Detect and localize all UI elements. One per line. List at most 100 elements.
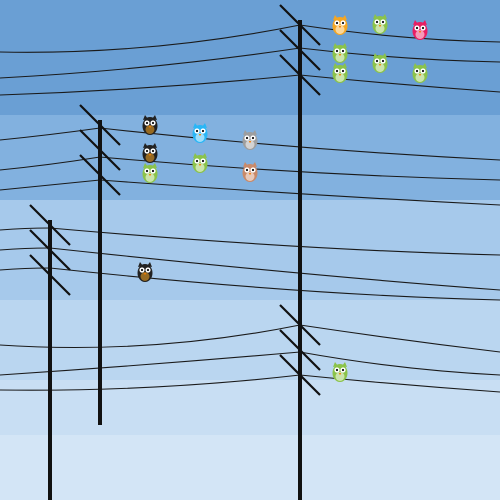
owl-pupil — [245, 136, 249, 140]
owl-pupil — [251, 168, 255, 172]
owl-pupil — [195, 159, 199, 163]
owl-beak — [198, 164, 202, 167]
pole-crossarm — [79, 104, 121, 146]
owl-beak — [148, 154, 152, 157]
pole-crossarm — [279, 29, 321, 71]
owl-belly — [145, 173, 155, 182]
owl-belly — [335, 73, 345, 82]
owl-pupil — [245, 168, 249, 172]
owl-icon — [372, 53, 388, 73]
owl-icon — [142, 163, 158, 183]
pole-crossarm — [279, 4, 321, 46]
owl-beak — [143, 273, 147, 276]
owl-beak — [198, 134, 202, 137]
owl-beak — [338, 54, 342, 57]
owl-pupil — [145, 121, 149, 125]
owl-pupil — [335, 21, 339, 25]
wire — [299, 24, 500, 43]
owl-pupil — [146, 268, 150, 272]
pole-crossarm — [29, 254, 71, 296]
wire — [0, 47, 301, 79]
owl-pupil — [341, 69, 345, 73]
owl-belly — [245, 140, 255, 149]
owl-pupil — [375, 59, 379, 63]
wire — [49, 227, 500, 256]
owl-icon — [142, 115, 158, 135]
owl-belly — [145, 125, 155, 134]
owl-beak — [248, 141, 252, 144]
owl-icon — [142, 143, 158, 163]
owl-icon — [332, 15, 348, 35]
owl-icon — [412, 63, 428, 83]
wire — [0, 179, 101, 191]
owl-pupil — [421, 69, 425, 73]
owl-belly — [140, 272, 150, 281]
owl-pupil — [140, 268, 144, 272]
owl-pupil — [201, 129, 205, 133]
wire — [299, 74, 500, 93]
owl-pupil — [421, 26, 425, 30]
owl-belly — [415, 73, 425, 82]
owl-icon — [137, 262, 153, 282]
owl-beak — [148, 174, 152, 177]
wire — [0, 156, 101, 171]
owl-pupil — [195, 129, 199, 133]
pole-crossarm — [279, 354, 321, 396]
owl-pupil — [341, 368, 345, 372]
pole-crossarm — [279, 304, 321, 346]
owl-pupil — [415, 69, 419, 73]
owl-pupil — [341, 21, 345, 25]
wire — [299, 47, 500, 63]
owl-belly — [145, 153, 155, 162]
owl-belly — [245, 172, 255, 181]
wire — [0, 247, 51, 251]
owl-pupil — [251, 136, 255, 140]
wire — [49, 247, 500, 291]
owl-belly — [335, 372, 345, 381]
wire — [0, 127, 101, 141]
wire — [299, 374, 500, 393]
owl-icon — [242, 162, 258, 182]
wire — [0, 324, 301, 349]
owl-icon — [192, 153, 208, 173]
wire — [49, 267, 500, 301]
sky-band — [0, 300, 500, 380]
pole-crossarm — [79, 154, 121, 196]
wire — [0, 227, 51, 231]
wires — [0, 24, 500, 393]
owl-beak — [248, 173, 252, 176]
poles — [29, 4, 321, 500]
owl-pupil — [151, 121, 155, 125]
owl-pupil — [415, 26, 419, 30]
sky-band — [0, 115, 500, 200]
owl-beak — [338, 373, 342, 376]
owl-pupil — [201, 159, 205, 163]
pole-crossarm — [29, 229, 71, 271]
owl-icon — [332, 63, 348, 83]
owl-pupil — [145, 169, 149, 173]
owl-icon — [242, 130, 258, 150]
owl-icon — [332, 362, 348, 382]
owls — [137, 14, 428, 382]
owl-belly — [335, 53, 345, 62]
owl-icon — [372, 14, 388, 34]
wire — [0, 267, 51, 271]
owl-pupil — [335, 368, 339, 372]
owl-pupil — [335, 69, 339, 73]
owl-beak — [338, 26, 342, 29]
owl-pupil — [341, 49, 345, 53]
owl-belly — [375, 24, 385, 33]
sky-band — [0, 0, 500, 115]
pole-crossarm — [279, 54, 321, 96]
owl-belly — [195, 133, 205, 142]
owl-pupil — [381, 20, 385, 24]
owl-pupil — [375, 20, 379, 24]
owl-beak — [418, 74, 422, 77]
owl-pupil — [151, 149, 155, 153]
owl-pupil — [335, 49, 339, 53]
sky-band — [0, 435, 500, 500]
owl-belly — [415, 30, 425, 39]
owl-pupil — [381, 59, 385, 63]
